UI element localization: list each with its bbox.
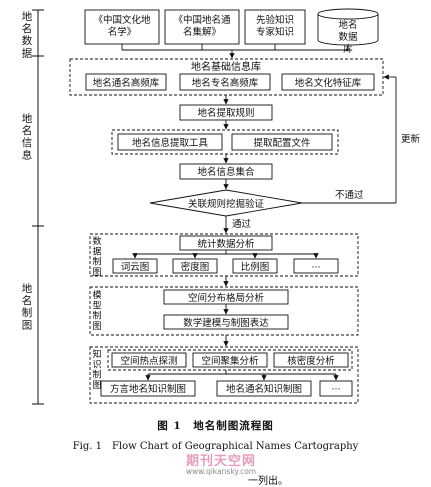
chart-label-1: 词云图 [121,262,150,273]
analysis-box-3 [273,352,349,368]
stat-analysis-label: 统计数据分析 [197,238,255,250]
base-db-item-label-1: 地名通名高频库 [93,77,160,89]
database-cylinder-icon [317,8,379,46]
watermark-logo: 期刊天空网 [185,454,256,469]
verify-label: 关联规则挖掘验证 [188,198,265,210]
chart-box-4 [293,258,339,274]
tools-container [111,129,339,155]
figure-caption-en: Fig. 1 Flow Chart of Geographical Names … [72,441,359,452]
analysis-label-3: 核密度分析 [287,355,335,367]
base-db-title: 地名基础信息库 [191,60,261,73]
chart-label-2: 密度图 [181,261,210,273]
base-db-item-1 [85,73,167,91]
knowledge-map-label-2: 地名通名知识制图 [226,383,302,395]
section-mapping-label: 地名制图 [22,282,33,331]
trailing-text: 一列出。 [248,476,288,487]
tool-box-1 [117,133,223,151]
model-step-label-1: 空间分布格局分析 [188,292,265,304]
knowledge-map-label-1: 方言地名知识制图 [110,383,186,395]
knowledge-analysis-container [107,349,353,371]
info-set-label: 地名信息集合 [197,166,255,178]
knowledge-map-box-3 [319,380,353,397]
watermark-url: www.qikansky.com [185,467,257,476]
extract-rules-label: 地名提取规则 [197,107,254,119]
chart-label-3: 比例图 [241,261,270,273]
knowledge-mapping-title: 知识制图 [92,348,101,391]
source-label-3: 先验知识专家知识 [256,14,294,38]
fail-label: 不通过 [335,189,364,201]
chart-box-1 [112,258,158,274]
model-step-box-2 [163,314,289,330]
update-label: 更新 [401,133,421,145]
section-data-label: 地名数据 [22,10,33,59]
data-mapping-title: 数据制图 [92,235,101,278]
flowchart-diagram: 地名数据 地名信息 地名制图 《中国文化地名学》 《中国地名通名集解》 先验知识… [22,8,421,405]
knowledge-map-box-1 [100,380,196,397]
tool-label-2: 提取配置文件 [253,137,311,149]
base-db-item-2 [179,73,271,91]
model-step-label-2: 数学建模与制图表达 [183,317,269,329]
knowledge-map-label-3: ··· [331,384,340,395]
analysis-box-1 [111,352,187,368]
base-db-item-label-2: 地名专名高频库 [192,77,259,89]
source-label-2: 《中国地名通名集解》 [173,14,231,38]
knowledge-mapping-container [89,346,359,404]
section-info-label: 地名信息 [22,112,33,161]
tool-label-1: 地名信息提取工具 [132,137,209,149]
chart-box-3 [232,258,278,274]
analysis-label-2: 空间聚集分析 [201,355,259,367]
knowledge-map-box-2 [216,380,312,397]
figure-caption-cn: 图 1 地名制图流程图 [157,420,274,432]
source-label-1: 《中国文化地名学》 [93,14,151,38]
tool-box-2 [231,133,333,151]
base-db-item-3 [281,73,375,91]
base-db-container [69,58,384,96]
analysis-box-2 [192,352,268,368]
chart-label-4: ··· [311,262,320,273]
analysis-label-1: 空间热点探测 [120,355,177,367]
pass-label: 通过 [232,218,252,230]
model-mapping-container [89,286,359,336]
model-mapping-title: 模型制图 [92,290,101,332]
base-db-item-label-3: 地名文化特征库 [295,77,362,89]
chart-box-2 [172,258,218,274]
